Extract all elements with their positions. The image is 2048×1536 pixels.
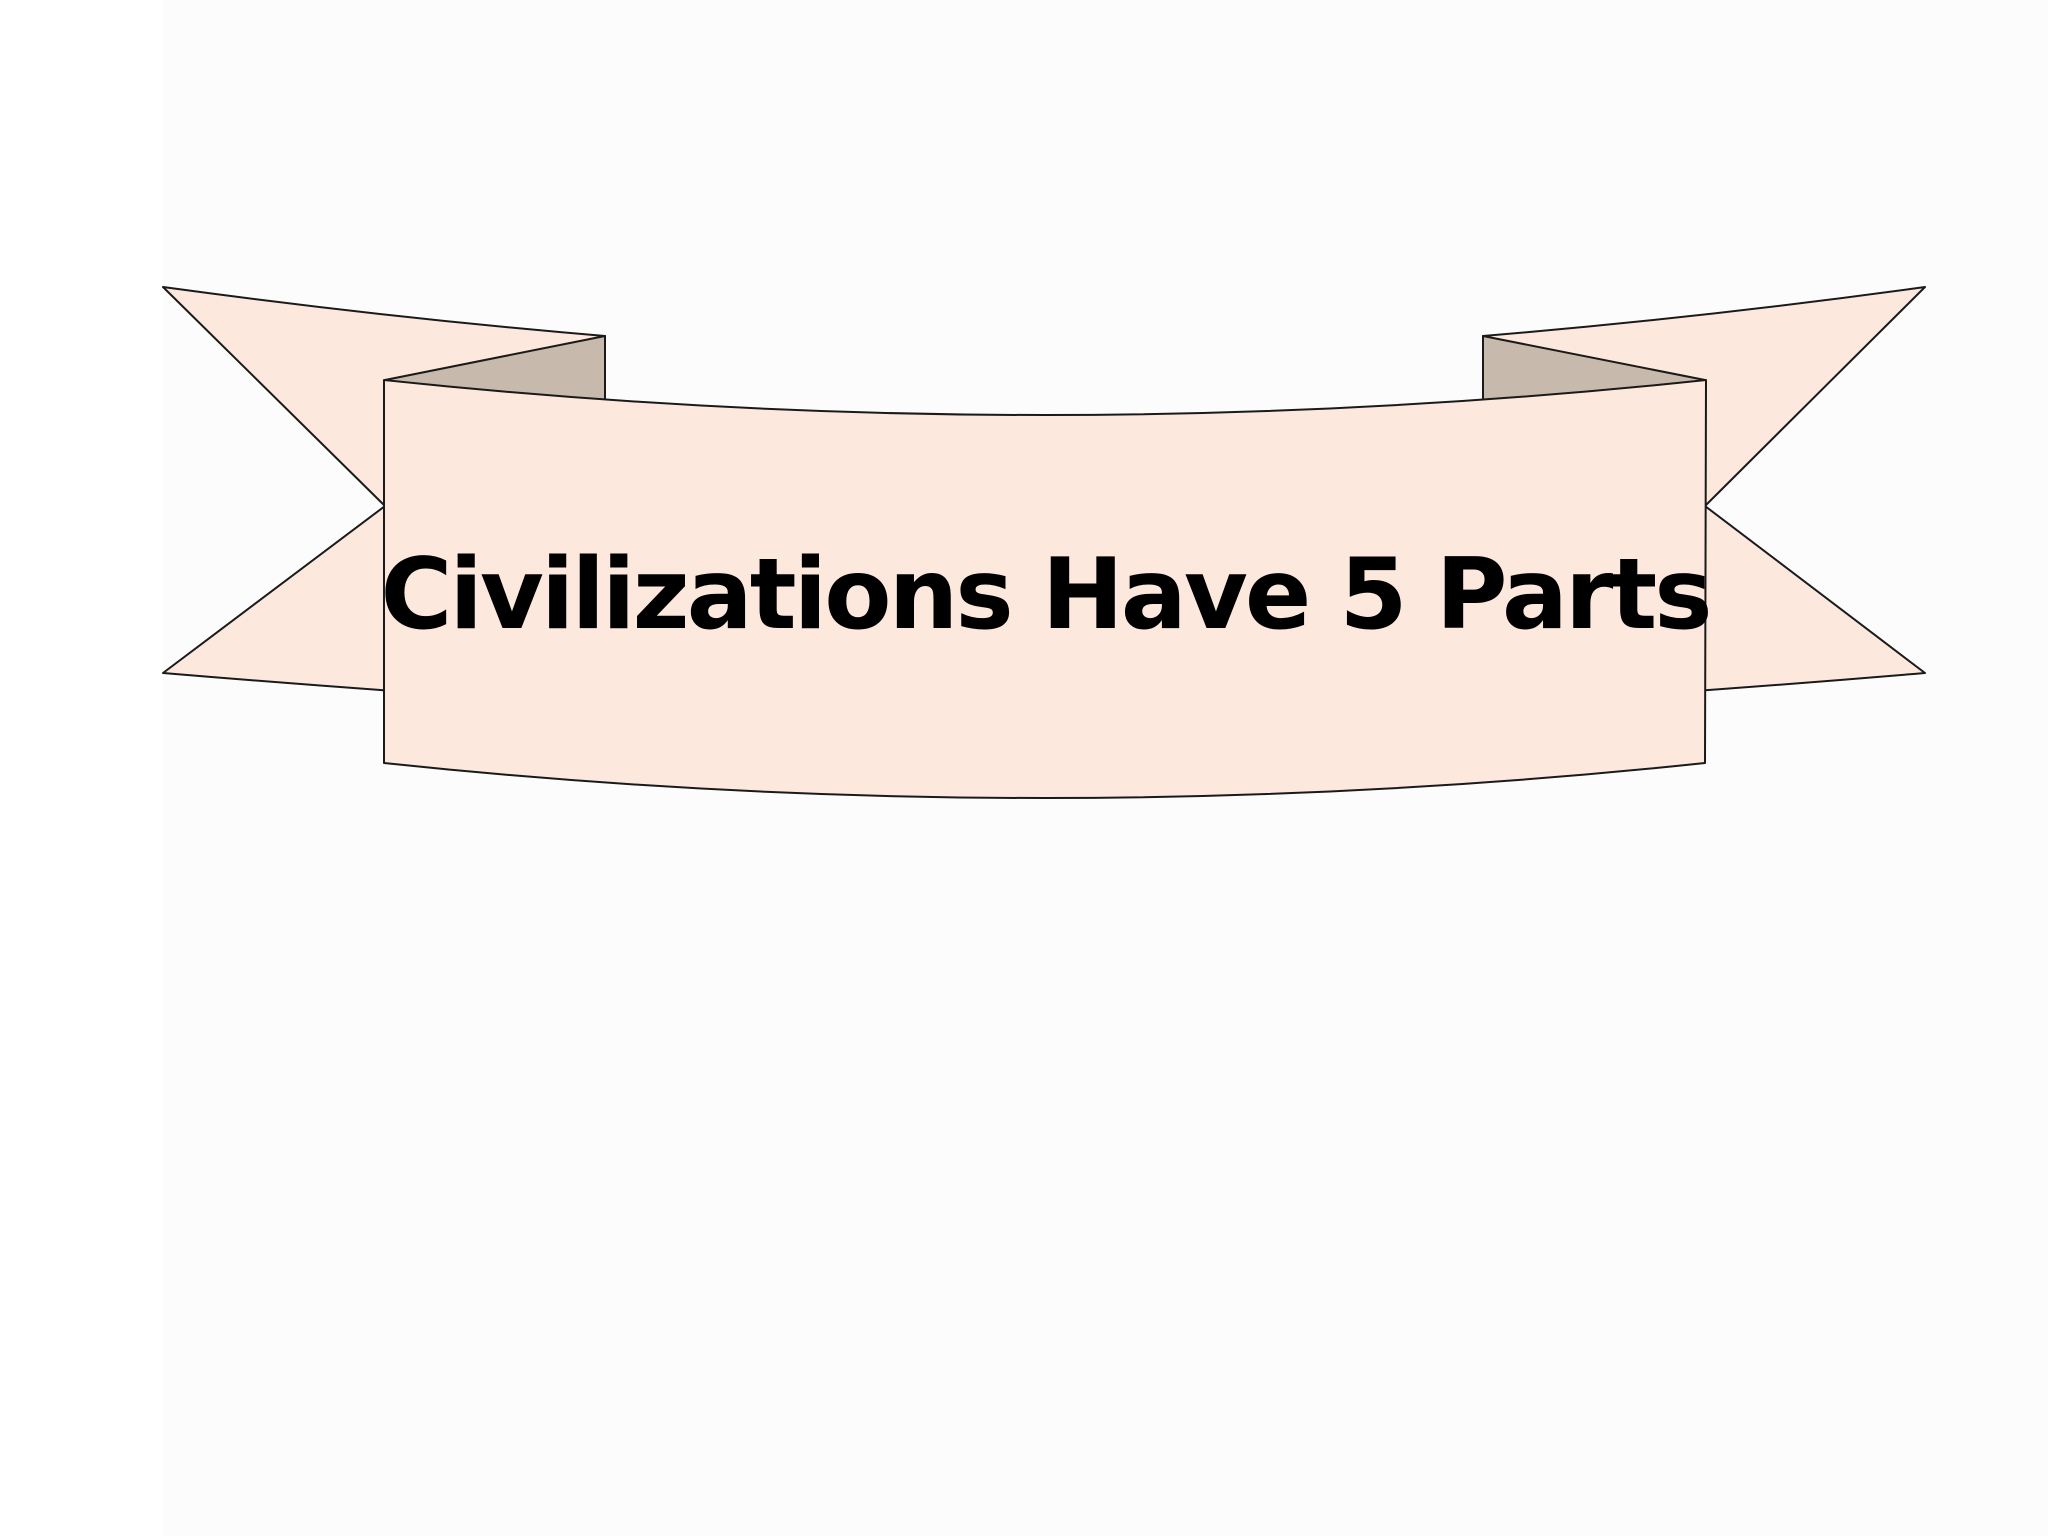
slide-title: Civilizations Have 5 Parts <box>380 538 1712 652</box>
banner-main-body <box>383 379 1707 799</box>
banner-shapes <box>162 286 1926 799</box>
